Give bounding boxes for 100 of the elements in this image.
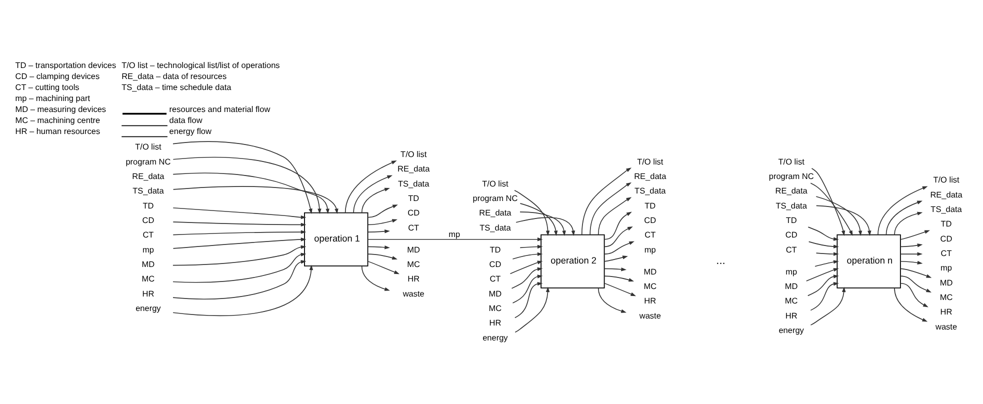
arrow: [810, 168, 845, 236]
node-text: CT: [785, 245, 796, 254]
arrow: [360, 188, 390, 214]
arrow: [172, 230, 306, 236]
node-text: CD: [142, 216, 154, 226]
node-text: RE_data: [930, 190, 962, 200]
arrow: [580, 168, 631, 236]
node-text: TD: [785, 216, 796, 226]
node-text: program NC: [125, 157, 170, 166]
label: TD – transportation devices: [14, 61, 116, 70]
node-text: TD: [489, 245, 500, 254]
arrow: [509, 260, 542, 274]
node-text: RE_data: [132, 172, 164, 182]
node-text: T/O list: [636, 157, 663, 166]
arrow: [519, 212, 566, 236]
arrow: [172, 141, 312, 214]
node-text: HR: [784, 311, 797, 320]
arrow: [900, 268, 932, 278]
node-text: MC: [643, 282, 656, 292]
label: mp – machining part: [14, 94, 90, 104]
node-text: CT: [940, 249, 952, 258]
legend-label: resources and material flow: [168, 105, 270, 114]
arrow: [603, 276, 634, 282]
label: RE_data – data of resources: [121, 72, 226, 82]
arrow: [806, 274, 838, 296]
node-text: waste: [638, 311, 660, 320]
arrow: [514, 190, 550, 236]
arrow: [900, 230, 930, 240]
arrow: [900, 276, 931, 292]
node-text: CD: [644, 216, 656, 226]
arrow: [805, 268, 838, 282]
node-text: program NC: [768, 172, 814, 182]
arrow: [514, 282, 542, 318]
arrow: [885, 200, 922, 236]
node-text: waste: [402, 289, 424, 298]
label: MD – measuring devices: [14, 105, 106, 114]
arrow: [810, 282, 838, 311]
arrow: [172, 222, 306, 227]
arrow: [900, 282, 928, 308]
node-box: operation n: [836, 234, 900, 288]
arrow: [815, 205, 871, 236]
node-text: CD: [407, 208, 420, 218]
legend-label: data flow: [168, 116, 202, 126]
node-text: mp: [142, 245, 154, 254]
arrow: [366, 204, 398, 218]
edge-label: mp: [448, 230, 460, 239]
node-text: TD: [408, 194, 419, 204]
arrow: [510, 267, 542, 289]
arrow: [366, 254, 397, 260]
arrow: [815, 252, 838, 256]
node-text: TD: [644, 201, 656, 210]
node-box: operation 1: [304, 212, 368, 266]
arrow: [366, 230, 390, 234]
node-text: TS_data: [775, 201, 806, 210]
arrow: [815, 196, 862, 236]
node-text: TS_data: [479, 223, 510, 232]
node-text: HR: [644, 296, 656, 306]
node-text: MD: [406, 245, 420, 254]
arrow: [360, 266, 390, 291]
node-box: operation 2: [540, 234, 604, 288]
node-text: CD: [940, 234, 952, 244]
arrow: [877, 186, 928, 236]
node-text: CT: [408, 223, 419, 232]
node-text: MC: [488, 304, 502, 314]
arrow: [597, 288, 626, 313]
node-text: RE_data: [634, 172, 666, 182]
arrow: [807, 226, 838, 241]
arrow: [172, 238, 306, 249]
node-text: RE_data: [478, 208, 511, 218]
arrow: [514, 286, 550, 333]
arrow: [172, 172, 329, 214]
arrow: [519, 244, 542, 249]
arrow: [172, 156, 321, 214]
node-text: MD: [488, 289, 502, 298]
arrow: [894, 288, 928, 322]
arrow: [366, 246, 390, 250]
arrow: [603, 282, 636, 296]
arrow: [366, 260, 399, 274]
arrow: [808, 241, 838, 248]
arrow: [172, 264, 313, 316]
arrow: [512, 274, 542, 304]
node-text: RE_data: [397, 164, 430, 174]
node-text: CT: [644, 230, 656, 240]
node-text: MC: [939, 293, 952, 302]
node-text: MC: [141, 274, 154, 284]
node-text: mp: [785, 267, 797, 276]
node-text: T/O list: [482, 179, 508, 188]
arrow: [352, 175, 392, 214]
node-text: TS_data: [930, 205, 962, 214]
node-text: HR: [142, 289, 154, 298]
node-text: mp: [644, 245, 656, 254]
node-text: CT: [489, 274, 500, 284]
arrow: [603, 212, 632, 240]
node-text: T/O list: [400, 150, 426, 160]
arrow: [172, 260, 306, 300]
node-text: TS_data: [132, 186, 164, 196]
node-text: MD: [939, 278, 952, 288]
label: HR – human resources: [14, 127, 100, 136]
label: ...: [716, 255, 725, 268]
arrow: [515, 217, 575, 236]
